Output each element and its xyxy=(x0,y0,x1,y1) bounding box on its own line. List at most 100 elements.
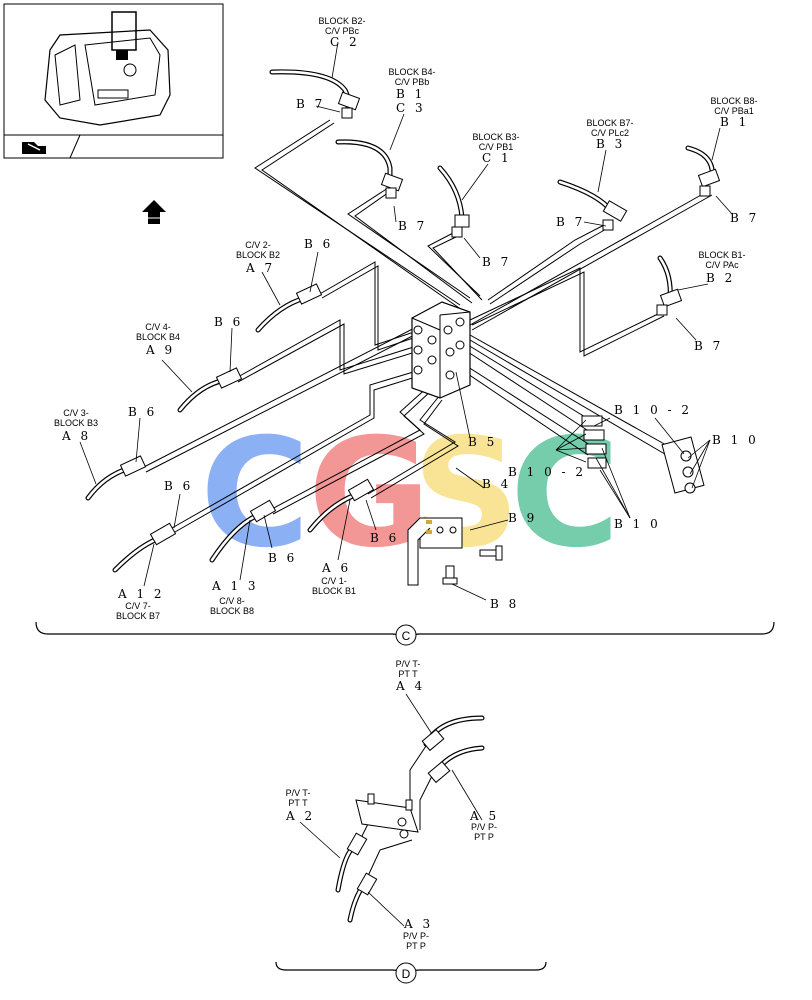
label-name-line2: C/V PBb xyxy=(395,77,430,87)
label-name-line1: P/V T- xyxy=(396,659,421,669)
part-code-b6: B 6 xyxy=(268,551,297,565)
label-block-b3: BLOCK B3- C/V PB1 C 1 xyxy=(472,132,519,165)
hose-routing-lines xyxy=(141,119,713,533)
locator-inset[interactable] xyxy=(3,3,224,159)
part-code: B 3 xyxy=(596,137,625,151)
fitting-a6-straight-icon xyxy=(347,478,375,502)
label-name-line1: C/V 8- xyxy=(219,596,245,606)
label-cv7: A 1 2 C/V 7- BLOCK B7 xyxy=(116,587,162,621)
label-d-a5: A 5 P/V P- PT P xyxy=(469,809,499,842)
label-name-line2: C/V PBa1 xyxy=(714,106,754,116)
label-name-line2: BLOCK B3 xyxy=(54,418,98,428)
label-name-line1: BLOCK B3- xyxy=(472,132,519,142)
label-name-line1: BLOCK B4- xyxy=(388,67,435,77)
fitting-b4-elbow-icon xyxy=(380,172,404,199)
label-cv4: C/V 4- BLOCK B4 A 9 xyxy=(136,322,180,357)
section-marker-c[interactable]: C xyxy=(395,624,417,646)
front-direction-arrow-icon xyxy=(142,200,166,224)
part-code-b6: B 6 xyxy=(304,237,333,251)
fitting-b3-elbow-icon xyxy=(451,214,470,238)
label-name-line1: BLOCK B8- xyxy=(710,96,757,106)
label-name-line2: BLOCK B4 xyxy=(136,332,180,342)
part-code: A 1 3 xyxy=(211,579,259,593)
part-code-b10-lower: B 1 0 xyxy=(614,517,661,531)
part-code-b10-2-lower: B 1 0 - 2 xyxy=(508,465,586,479)
fitting-b1-elbow-icon xyxy=(656,288,683,316)
hose-fittings xyxy=(119,91,721,546)
fitting-b2-elbow-icon xyxy=(337,91,361,119)
label-name-line1: P/V P- xyxy=(471,822,497,832)
part-code: A 3 xyxy=(403,917,433,931)
label-name-line1: P/V T- xyxy=(286,788,311,798)
part-code: A 6 xyxy=(321,561,351,575)
label-block-b4: BLOCK B4- C/V PBb B 1 C 3 xyxy=(388,67,435,115)
part-code-b5: B 5 xyxy=(468,435,497,449)
part-code: C 2 xyxy=(330,35,360,49)
part-code-b7: B 7 xyxy=(556,215,585,229)
label-name-line2: PT P xyxy=(474,832,494,842)
label-name-line1: C/V 7- xyxy=(125,601,151,611)
part-code-b8: B 8 xyxy=(490,597,519,611)
excavator-cab-icon xyxy=(44,11,171,126)
section-c-label: C xyxy=(402,629,411,643)
label-name-line1: BLOCK B7- xyxy=(586,118,633,128)
label-cv8: A 1 3 C/V 8- BLOCK B8 xyxy=(210,579,259,616)
part-code-b4: B 4 xyxy=(482,477,511,491)
part-code-b6: B 6 xyxy=(370,531,399,545)
fitting-b7-elbow-icon xyxy=(602,200,628,231)
label-block-b7: BLOCK B7- C/V PLc2 B 3 xyxy=(586,118,633,151)
label-d-a3: A 3 P/V P- PT P xyxy=(403,917,433,951)
part-code-b9: B 9 xyxy=(508,511,537,525)
label-cv1: A 6 C/V 1- BLOCK B1 xyxy=(312,561,356,596)
part-code: B 2 xyxy=(706,271,735,285)
label-name-line2: BLOCK B7 xyxy=(116,611,160,621)
part-code-b7: B 7 xyxy=(398,219,427,233)
part-code-b10-right: B 1 0 xyxy=(712,433,759,447)
label-name-line1: C/V 3- xyxy=(63,408,89,418)
arrow-glyph-icon xyxy=(22,142,46,154)
detail-d-leaders xyxy=(299,693,483,927)
bolt-b8-icon xyxy=(442,565,458,585)
label-name-line2: C/V PAc xyxy=(705,260,739,270)
label-block-b1: BLOCK B1- C/V PAc B 2 xyxy=(698,250,745,285)
part-code-b6: B 6 xyxy=(128,405,157,419)
part-code: A 7 xyxy=(245,261,275,275)
label-block-b2: BLOCK B2- C/V PBc C 2 xyxy=(318,16,365,49)
label-block-b8: BLOCK B8- C/V PBa1 B 1 xyxy=(710,96,757,129)
label-name-line2: BLOCK B1 xyxy=(312,586,356,596)
part-code-b7: B 7 xyxy=(730,211,759,225)
bolt-b9-icon xyxy=(479,545,503,561)
section-d-label: D xyxy=(402,967,411,981)
part-code-b7: B 7 xyxy=(296,97,325,111)
label-name-line1: C/V 2- xyxy=(245,240,271,250)
label-name-line2: PT P xyxy=(406,941,426,951)
valve-block[interactable] xyxy=(411,301,471,399)
label-name-line1: BLOCK B1- xyxy=(698,250,745,260)
fitting-b10-2-group-icon xyxy=(581,415,607,469)
detail-d-fittings xyxy=(346,728,451,896)
part-code: C 3 xyxy=(396,101,426,115)
section-marker-d[interactable]: D xyxy=(395,962,417,984)
part-code: A 9 xyxy=(145,343,175,357)
leader-lines xyxy=(79,41,733,601)
mounting-bracket[interactable] xyxy=(407,517,463,586)
label-name-line1: P/V P- xyxy=(403,931,429,941)
fitting-a13-straight-icon xyxy=(249,499,277,523)
part-code: A 8 xyxy=(61,429,91,443)
label-name-line1: C/V 4- xyxy=(145,322,171,332)
label-name-line2: PT T xyxy=(288,798,308,808)
part-code-b10-2-upper: B 1 0 - 2 xyxy=(614,403,692,417)
label-name-line2: BLOCK B2 xyxy=(236,250,280,260)
label-name-line1: C/V 1- xyxy=(321,576,347,586)
part-code: A 5 xyxy=(469,809,499,823)
fitting-a12-straight-icon xyxy=(149,522,177,546)
part-code-b6: B 6 xyxy=(164,479,193,493)
part-code: B 1 xyxy=(396,87,425,101)
label-name-line1: BLOCK B2- xyxy=(318,16,365,26)
part-code: A 4 xyxy=(395,679,425,693)
label-name-line2: C/V PB1 xyxy=(479,142,514,152)
fitting-a7-straight-icon xyxy=(295,283,323,305)
fitting-b10-group-icon xyxy=(661,436,705,494)
